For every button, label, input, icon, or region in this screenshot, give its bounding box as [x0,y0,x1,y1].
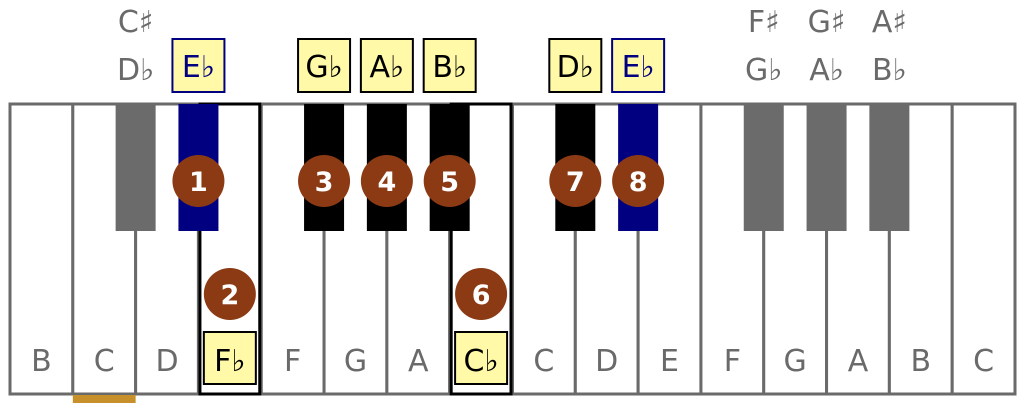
scale-degree-circle [423,155,476,207]
white-key-label: C♭ [464,344,499,379]
scale-degree-circle [360,155,413,207]
black-key-flat-label: D♭ [117,53,154,88]
white-key-label: E [660,344,679,379]
scale-degree-number: 1 [189,167,208,198]
black-key-label: B♭ [432,50,467,85]
black-key-flat-label: B♭ [872,53,907,88]
highlighted-note-label-box [171,38,226,93]
white-key-label: B [910,344,931,379]
white-key-label: C [973,344,994,379]
highlighted-note-label-box [548,38,603,93]
black-key-label: D♭ [557,50,594,85]
black-key-sharp-label: C♯ [118,5,153,40]
black-key-inactive [869,104,910,231]
highlighted-note-label-box [297,38,352,93]
black-key-sharp-label: A♯ [872,5,907,40]
black-key-inactive [743,104,784,231]
black-key-inactive [115,104,156,231]
white-key [8,102,75,396]
scale-degree-circle [455,268,508,320]
scale-degree-circle [298,155,351,207]
white-key [950,102,1017,396]
black-key-sharp-label: F♯ [748,5,780,40]
scale-white-key-outline [449,102,513,396]
black-key-flat-label: A♭ [809,53,844,88]
white-key-label: D [595,344,618,379]
scale-degree-circle [172,155,225,207]
root-marker-bar [72,395,136,403]
scale-degree-number: 3 [315,167,334,198]
black-key-label: E♭ [622,50,655,85]
scale-degree-number: 8 [629,167,648,198]
white-key-label: G [344,344,367,379]
black-key-sharp-label: G♯ [808,5,846,40]
white-key-label: B [31,344,52,379]
black-key-label: A♭ [370,50,405,85]
white-key-label: A [408,344,429,379]
scale-degree-number: 5 [440,167,459,198]
white-key-label: F [724,344,741,379]
black-key-inactive [806,104,847,231]
scale-degree-number: 6 [472,280,491,311]
white-key-label: F [284,344,301,379]
scale-degree-circle [203,268,256,320]
highlighted-note-label-box [422,38,477,93]
white-key-label: G [784,344,807,379]
white-key-label: C [533,344,554,379]
scale-degree-number: 7 [566,167,585,198]
black-key-flat-label: G♭ [745,53,782,88]
highlighted-note-label-box [359,38,414,93]
highlighted-note-label-box [611,38,666,93]
white-key-label: C [94,344,115,379]
scale-degree-number: 4 [377,167,396,198]
black-key-label: G♭ [305,50,342,85]
white-key-label: F♭ [214,344,245,379]
black-key-label: E♭ [182,50,215,85]
scale-white-key-outline [198,102,262,396]
highlighted-note-label-box [454,331,509,385]
white-key-label: A [848,344,869,379]
white-key-label: D [155,344,178,379]
scale-degree-circle [612,155,665,207]
scale-degree-circle [549,155,602,207]
scale-degree-number: 2 [220,280,239,311]
highlighted-note-label-box [202,331,257,385]
